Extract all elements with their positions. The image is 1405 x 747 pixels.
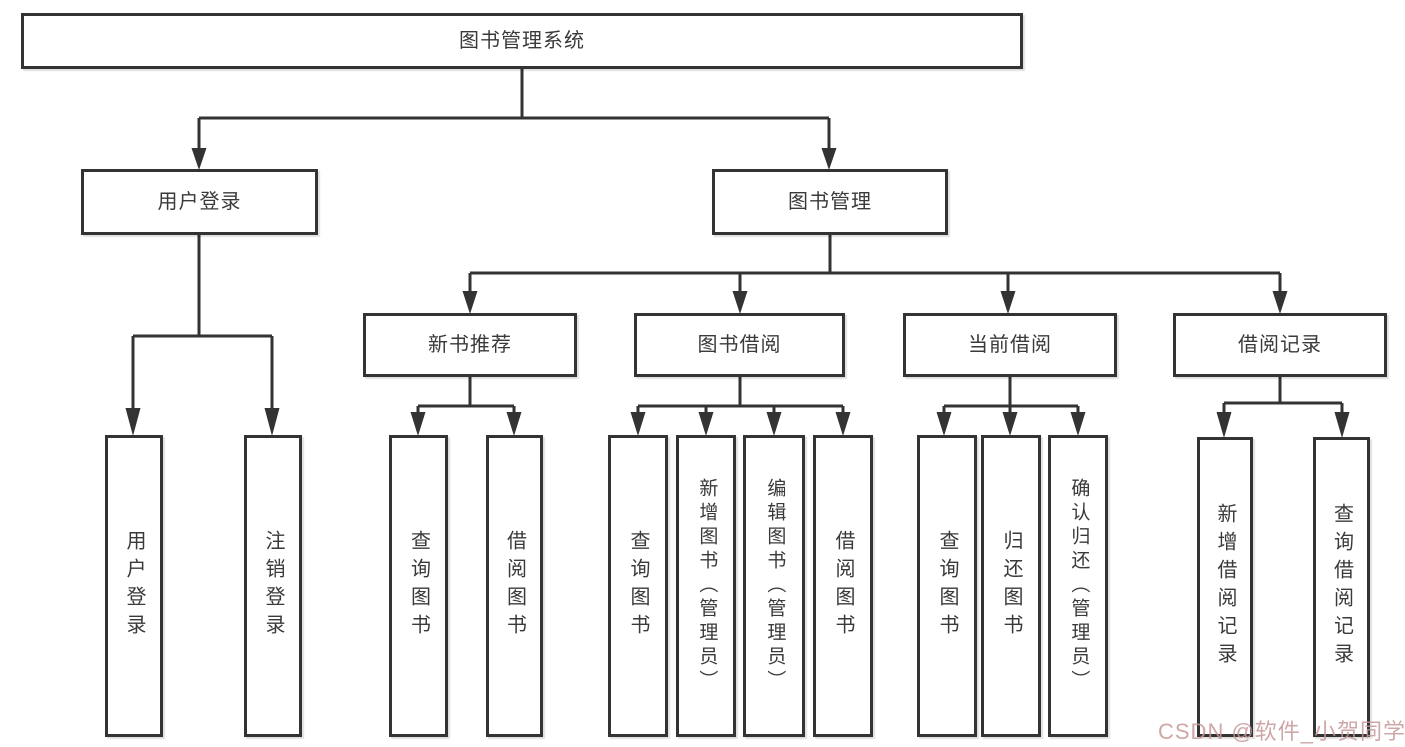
- node-leaf-return-books: 归还图书: [981, 435, 1041, 737]
- node-leaf-borrow-books-2: 借阅图书: [813, 435, 873, 737]
- node-leaf-borrow-books-1: 借阅图书: [486, 435, 543, 737]
- node-user-login: 用户登录: [81, 169, 318, 235]
- node-leaf-logout: 注销登录: [244, 435, 302, 737]
- node-leaf-user-login: 用户登录: [105, 435, 163, 737]
- node-leaf-confirm-return-admin: 确认归还（管理员）: [1048, 435, 1108, 737]
- node-borrowing-records: 借阅记录: [1173, 313, 1387, 377]
- node-leaf-add-books-admin: 新增图书（管理员）: [676, 435, 736, 737]
- csdn-watermark: CSDN @软件_小贺同学: [1158, 719, 1405, 744]
- node-leaf-query-books-2: 查询图书: [608, 435, 668, 737]
- connector-root-branch: [191, 69, 837, 170]
- node-book-management: 图书管理: [712, 169, 948, 235]
- node-leaf-edit-books-admin: 编辑图书（管理员）: [743, 435, 805, 737]
- connector-book-mgmt-branch: [462, 235, 1288, 314]
- connector-borrow-record-branch: [1216, 377, 1350, 438]
- node-leaf-query-books-3: 查询图书: [917, 435, 977, 737]
- node-current-borrowing: 当前借阅: [903, 313, 1117, 377]
- node-leaf-query-books-1: 查询图书: [389, 435, 448, 737]
- node-book-borrowing: 图书借阅: [634, 313, 845, 377]
- connector-user-login-branch: [125, 235, 280, 436]
- node-new-book-recommend: 新书推荐: [363, 313, 577, 377]
- connector-book-borrow-branch: [630, 377, 851, 436]
- node-leaf-add-borrow-record: 新增借阅记录: [1197, 437, 1253, 737]
- node-library-system: 图书管理系统: [21, 13, 1023, 69]
- connector-current-borrow-branch: [936, 377, 1086, 436]
- node-leaf-query-borrow-record: 查询借阅记录: [1313, 437, 1370, 737]
- connector-new-book-branch: [410, 377, 522, 436]
